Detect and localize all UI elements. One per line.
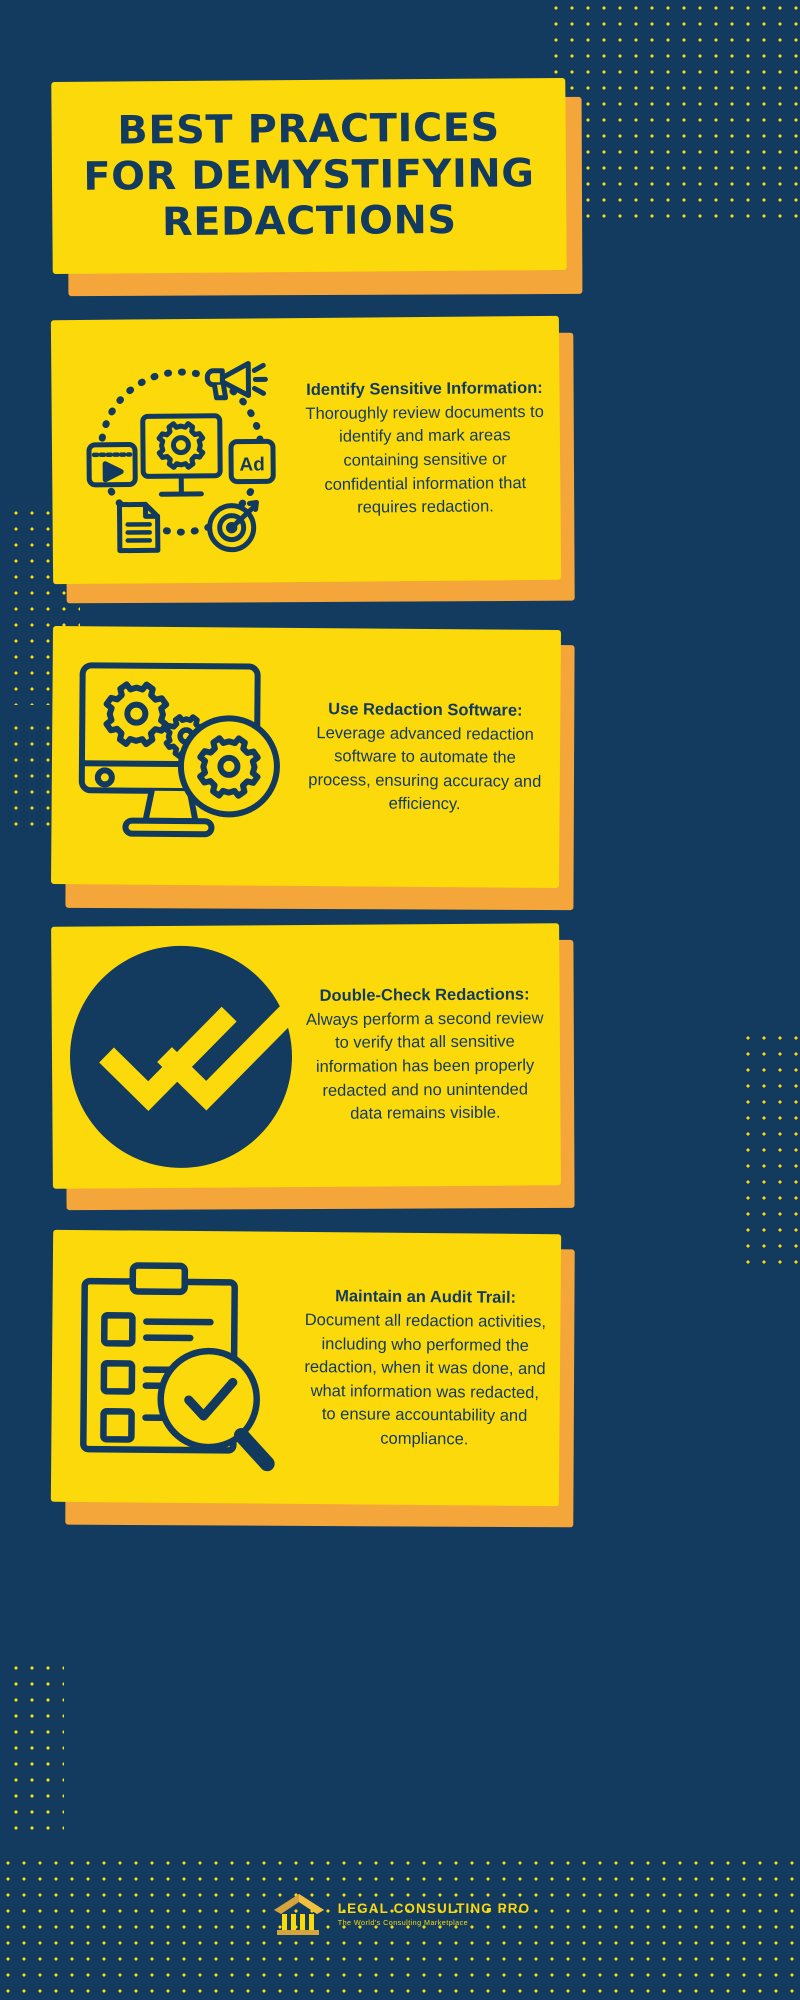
monitor-gears-search-icon <box>61 655 301 857</box>
card-surface: Double-Check Redactions: Always perform … <box>51 923 561 1189</box>
card-text: Use Redaction Software: Leverage advance… <box>300 698 551 818</box>
card-body-text: Leverage advanced redaction software to … <box>308 723 542 814</box>
brand-name: LEGAL CONSULTING PRO <box>337 1901 531 1917</box>
card-text: Maintain an Audit Trail: Document all re… <box>299 1285 550 1452</box>
card-use-redaction-software: Use Redaction Software: Leverage advance… <box>50 626 592 918</box>
card-text: Identify Sensitive Information: Thorough… <box>299 377 550 521</box>
card-lead: Use Redaction Software: <box>328 700 523 720</box>
card-lead: Maintain an Audit Trail: <box>335 1287 517 1308</box>
card-lead: Double-Check Redactions: <box>319 985 530 1006</box>
logo-text-block: LEGAL CONSULTING PRO The World's Consult… <box>337 1901 531 1927</box>
courthouse-logo-icon <box>270 1888 328 1941</box>
card-body-text: Document all redaction activities, inclu… <box>304 1311 547 1449</box>
dot-pattern-top-right <box>548 0 800 230</box>
footer-logo: LEGAL CONSULTING PRO The World's Consult… <box>0 1888 800 1941</box>
brand-tagline: The World's Consulting Marketplace <box>337 1917 469 1927</box>
svg-text:Ad: Ad <box>239 454 265 475</box>
card-lead: Identify Sensitive Information: <box>306 379 543 400</box>
checklist-magnifier-icon <box>61 1258 301 1475</box>
card-maintain-an-audit-trail: Maintain an Audit Trail: Document all re… <box>50 1229 592 1532</box>
page-title: BEST PRACTICES FOR DEMYSTIFYING REDACTIO… <box>83 105 535 246</box>
card-surface: Use Redaction Software: Leverage advance… <box>50 626 562 888</box>
card-body-text: Thoroughly review documents to identify … <box>305 402 544 517</box>
card-surface: Identify Sensitive Information: Thorough… <box>50 315 562 585</box>
card-identify-sensitive-information: Identify Sensitive Information: Thorough… <box>50 315 592 618</box>
card-text: Double-Check Redactions: Always perform … <box>300 984 551 1127</box>
title-banner: BEST PRACTICES FOR DEMYSTIFYING REDACTIO… <box>51 77 583 297</box>
dot-pattern-mid-right <box>740 1030 800 1270</box>
card-surface: Maintain an Audit Trail: Document all re… <box>50 1229 562 1507</box>
card-body-text: Always perform a second review to verify… <box>305 1009 544 1123</box>
card-double-check-redactions: Double-Check Redactions: Always perform … <box>51 923 592 1220</box>
content-review-circle-icon: Ad <box>61 343 301 560</box>
double-check-circle-icon <box>61 941 301 1173</box>
dot-pattern-bottom-left <box>8 1660 64 1840</box>
title-banner-card: BEST PRACTICES FOR DEMYSTIFYING REDACTIO… <box>51 77 567 275</box>
